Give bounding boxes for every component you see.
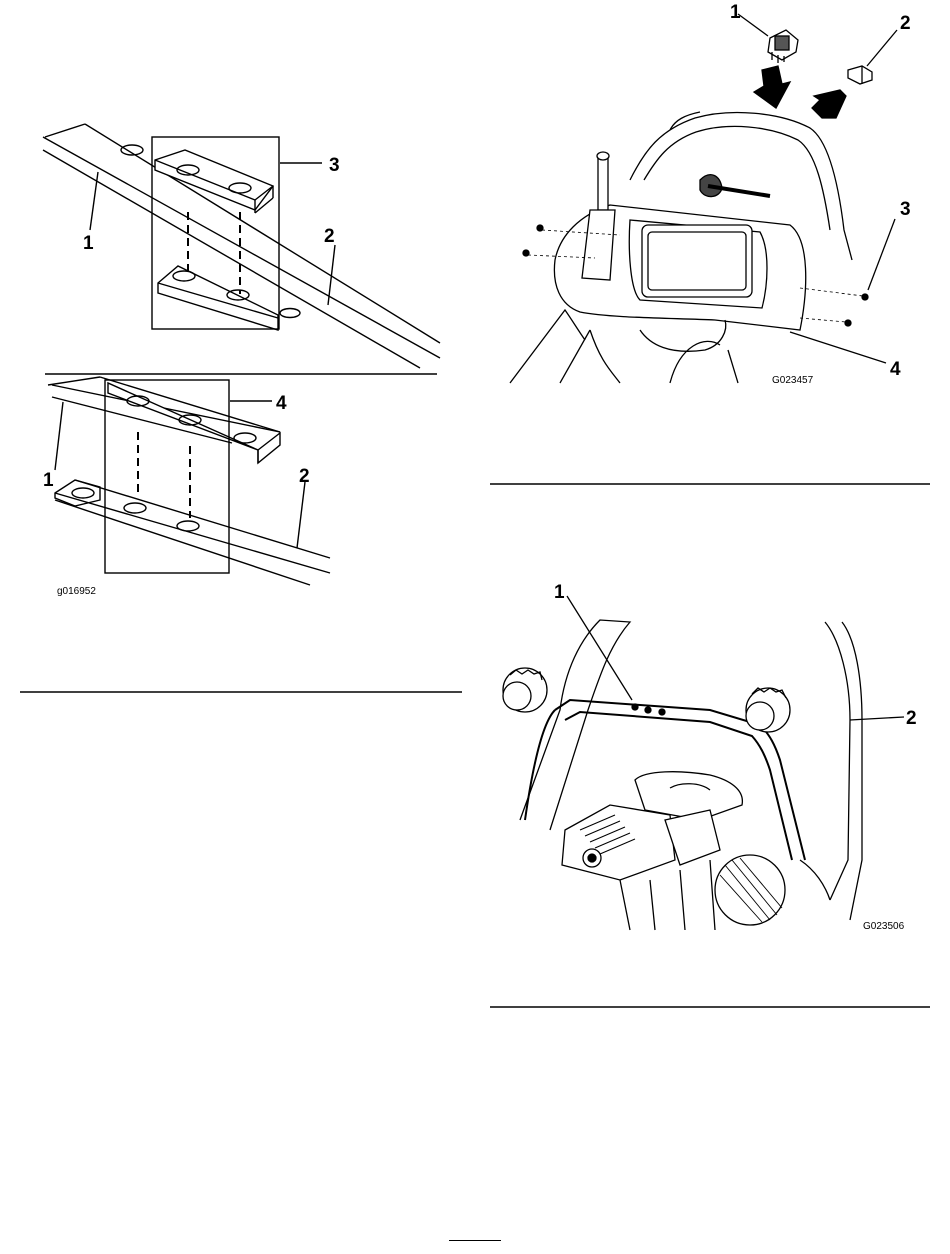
figure-rail-alignment: 1 2 3 1 2 4 g016952 <box>0 0 470 700</box>
callout-label: 4 <box>890 359 901 380</box>
lamp-right-icon <box>746 688 790 732</box>
callout-label: 1 <box>730 2 741 23</box>
callout-label: 2 <box>324 226 335 247</box>
figure-id: G023457 <box>772 375 814 386</box>
arrow-down-icon <box>754 66 790 108</box>
callout-label: 3 <box>329 155 340 176</box>
figure-light-bar-mount: 1 2 G023506 <box>470 560 950 1020</box>
callout-label: 1 <box>554 582 565 603</box>
lamp-left-icon <box>503 668 547 712</box>
handlebar-illustration <box>510 112 868 383</box>
figure-control-panel-switch: 1 2 3 4 G023457 <box>470 0 950 490</box>
figure-id: G023506 <box>863 921 905 932</box>
rail-top-panel <box>43 124 440 374</box>
callout-label: 1 <box>83 233 94 254</box>
rail-bottom-panel <box>48 377 330 585</box>
callout-label: 2 <box>299 466 310 487</box>
callout-label: 2 <box>906 708 917 729</box>
callout-label: 3 <box>900 199 911 220</box>
figure-id: g016952 <box>57 586 96 597</box>
arrow-up-icon <box>812 90 846 118</box>
switch-cover-icon <box>848 66 872 84</box>
callout-label: 1 <box>43 470 54 491</box>
callout-label: 2 <box>900 13 911 34</box>
page-footer-rule <box>449 1240 501 1241</box>
machine-front-illustration <box>503 620 862 930</box>
switch-icon <box>768 30 798 63</box>
callout-label: 4 <box>276 393 287 414</box>
